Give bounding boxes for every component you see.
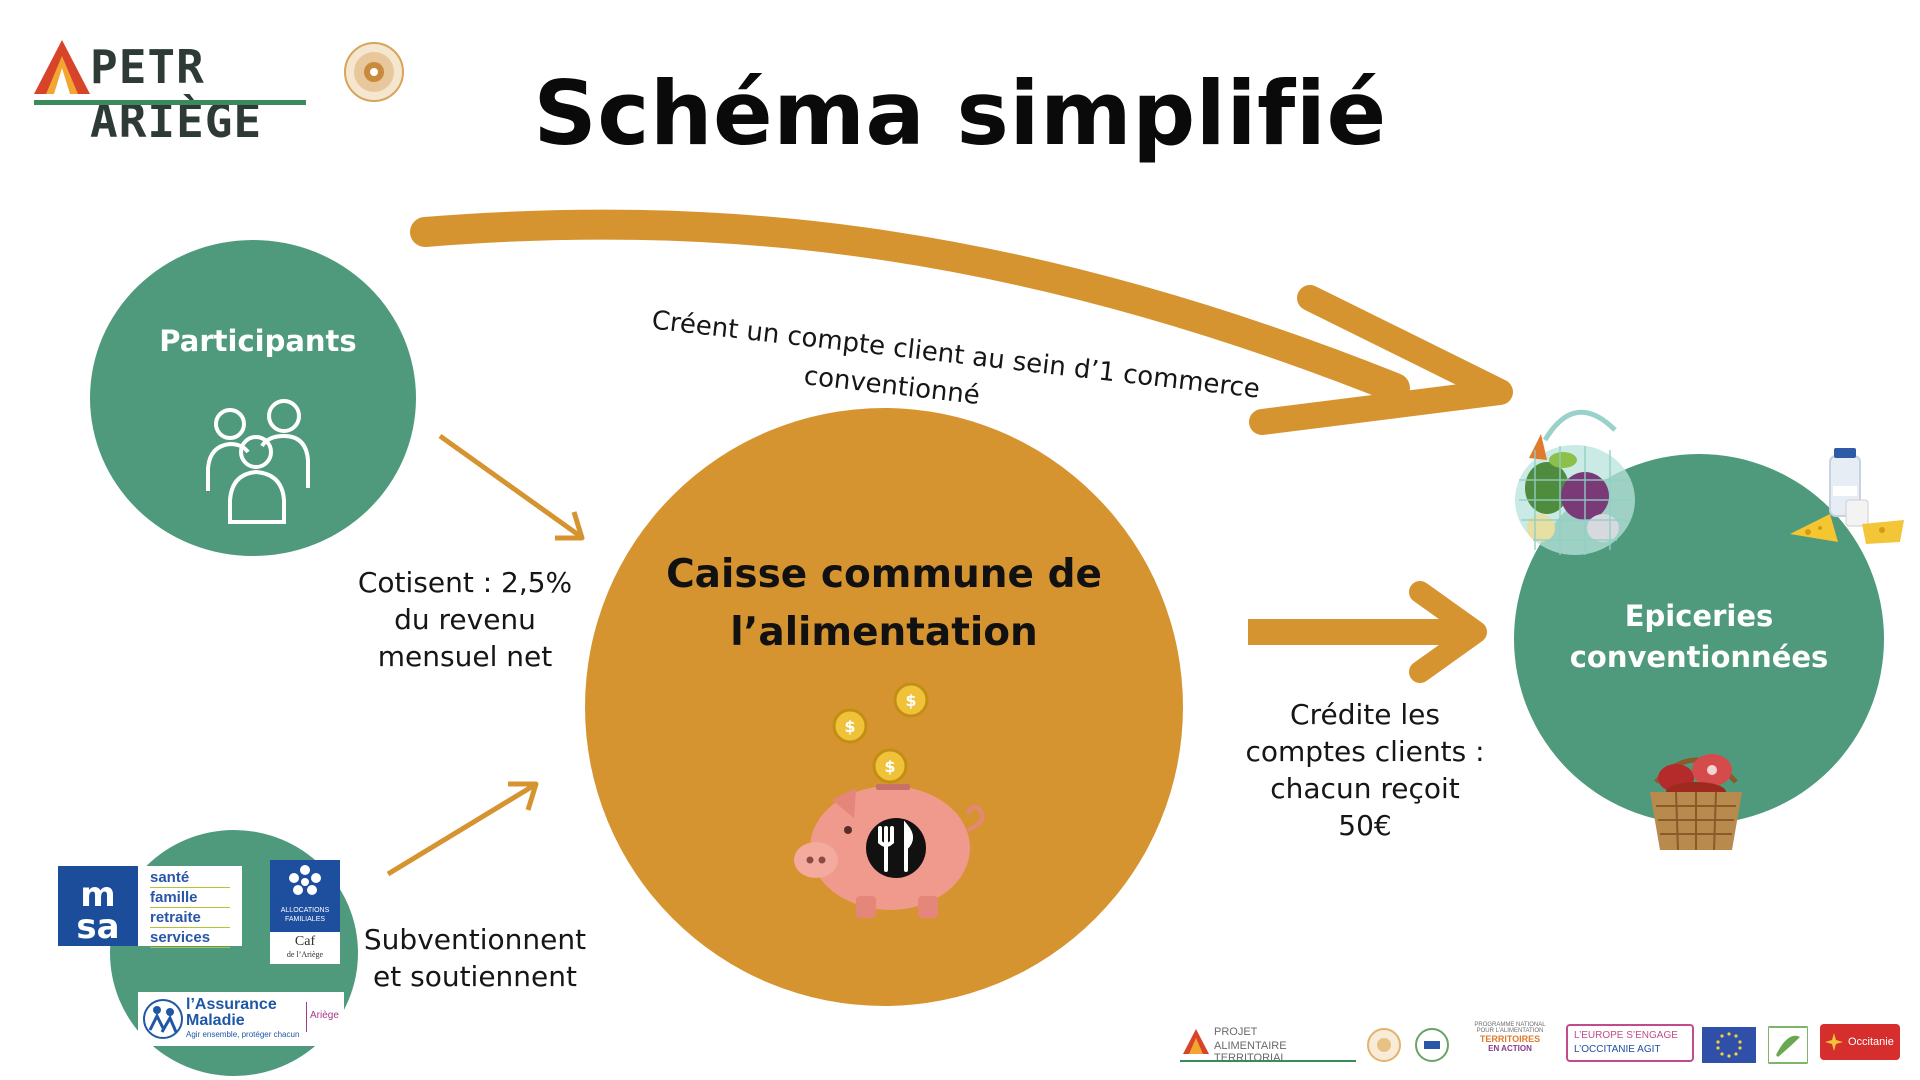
participants-node [90,240,416,556]
caisse-label-line2: l’alimentation [730,610,1038,655]
msa-logo: m sa santé famille retraite services [58,866,242,948]
europe-engage-logo: L’EUROPE S’ENGAGE L’OCCITANIE AGIT [1566,1024,1694,1062]
cotisent-arrow-head [555,511,585,541]
pnai-line4: EN ACTION [1488,1044,1532,1053]
msa-line: retraite [150,908,230,928]
pat-footer-underline [1180,1060,1356,1062]
europe-line1: L’EUROPE S’ENGAGE [1574,1030,1678,1041]
pnai-line2: POUR L’ALIMENTATION [1476,1028,1544,1034]
europe-line2: L’OCCITANIE AGIT [1574,1044,1661,1055]
assurance-line2: Maladie [186,1012,245,1029]
cotisent-line: mensuel net [377,640,553,673]
pat-footer-logo: PROJET ALIMENTAIRE TERRITORIAL [1180,1022,1358,1064]
top-curved-arrow [410,209,1410,403]
svg-text:sa: sa [76,907,119,946]
subvention-arrow [386,783,535,877]
top-arrow-head [1249,285,1513,435]
credite-line: 50€ [1338,809,1392,842]
subventionnent-line: et soutiennent [373,960,577,993]
people-icon [206,399,310,524]
caf-badge-text: ALLOCATIONS FAMILIALES [280,907,330,923]
credite-label: Crédite les comptes clients : chacun reç… [1240,696,1490,844]
petr-underline [34,100,306,105]
svg-text:m: m [80,875,115,915]
caisse-label: Caisse commune de l’alimentation [585,546,1183,662]
subventionnent-label: Subventionnent et soutiennent [360,921,590,995]
pnai-line3: TERRITOIRES [1479,1034,1541,1044]
pat-round-footer-logo [1367,1028,1401,1062]
pat-footer-line1: PROJET [1214,1026,1258,1038]
subventionnent-line: Subventionnent [363,923,587,956]
petr-ariege-logo: PETR ARIÈGE [32,38,310,148]
cotisent-arrow [438,433,582,539]
cotisent-line: du revenu [394,603,536,636]
credite-line: comptes clients : [1245,735,1485,768]
svg-text:$: $ [884,757,895,776]
epiceries-label: Epiceries conventionnées [1514,596,1884,678]
assurance-figures-icon [143,999,183,1039]
occitanie-text: Occitanie [1848,1036,1894,1048]
pnai-logo: PROGRAMME NATIONAL POUR L’ALIMENTATION T… [1470,1022,1550,1064]
eu-flag-icon [1702,1027,1756,1063]
pnai-line1: PROGRAMME NATIONAL [1474,1022,1546,1028]
assurance-divider [306,1002,307,1032]
svg-text:$: $ [905,691,916,710]
occitanie-cross-icon [1825,1033,1843,1051]
epiceries-label-line2: conventionnées [1569,640,1829,674]
piggy-bank-icon: $ $ $ [794,682,985,918]
epiceries-label-line1: Epiceries [1624,599,1774,633]
msa-line: services [150,928,230,948]
occitanie-logo: Occitanie [1820,1024,1900,1060]
assurance-region: Ariège [310,1010,339,1021]
meat-basket-icon [1650,754,1742,851]
assurance-line1: l’Assurance [186,996,277,1013]
subvention-arrow-head [508,781,539,811]
cotisent-label: Cotisent : 2,5% du revenu mensuel net [340,564,590,675]
caf-name: Caf [294,934,316,949]
france-relance-logo [1415,1028,1449,1062]
participants-label: Participants [159,324,357,358]
credite-line: Crédite les [1290,698,1440,731]
caisse-label-line1: Caisse commune de [666,552,1102,597]
page-title: Schéma simplifié [533,62,1387,165]
assurance-maladie-logo: l’Assurance Maladie Agir ensemble, proté… [138,992,344,1046]
pat-round-logo [344,42,404,102]
msa-tagline: santé famille retraite services [150,868,230,948]
assurance-tagline: Agir ensemble, protéger chacun [186,1030,300,1039]
caf-logo: ALLOCATIONS FAMILIALES Caf de l’Ariège [270,860,340,964]
petr-triangle-icon [34,40,90,94]
dairy-products-icon [1790,448,1904,544]
cotisent-line: Cotisent : 2,5% [357,566,573,599]
credite-arrow-head [1409,581,1487,683]
coin-icon: $ [832,708,868,744]
msa-box-icon: m sa [58,866,138,947]
credite-line: chacun reçoit [1270,772,1460,805]
msa-line: santé [150,868,230,888]
caf-region: de l’Ariège [286,950,324,959]
caf-badge: ALLOCATIONS FAMILIALES [270,860,340,932]
msa-line: famille [150,888,230,908]
svg-text:$: $ [844,717,855,736]
grocery-bag-icon [1515,409,1635,555]
leader-logo [1768,1026,1808,1064]
